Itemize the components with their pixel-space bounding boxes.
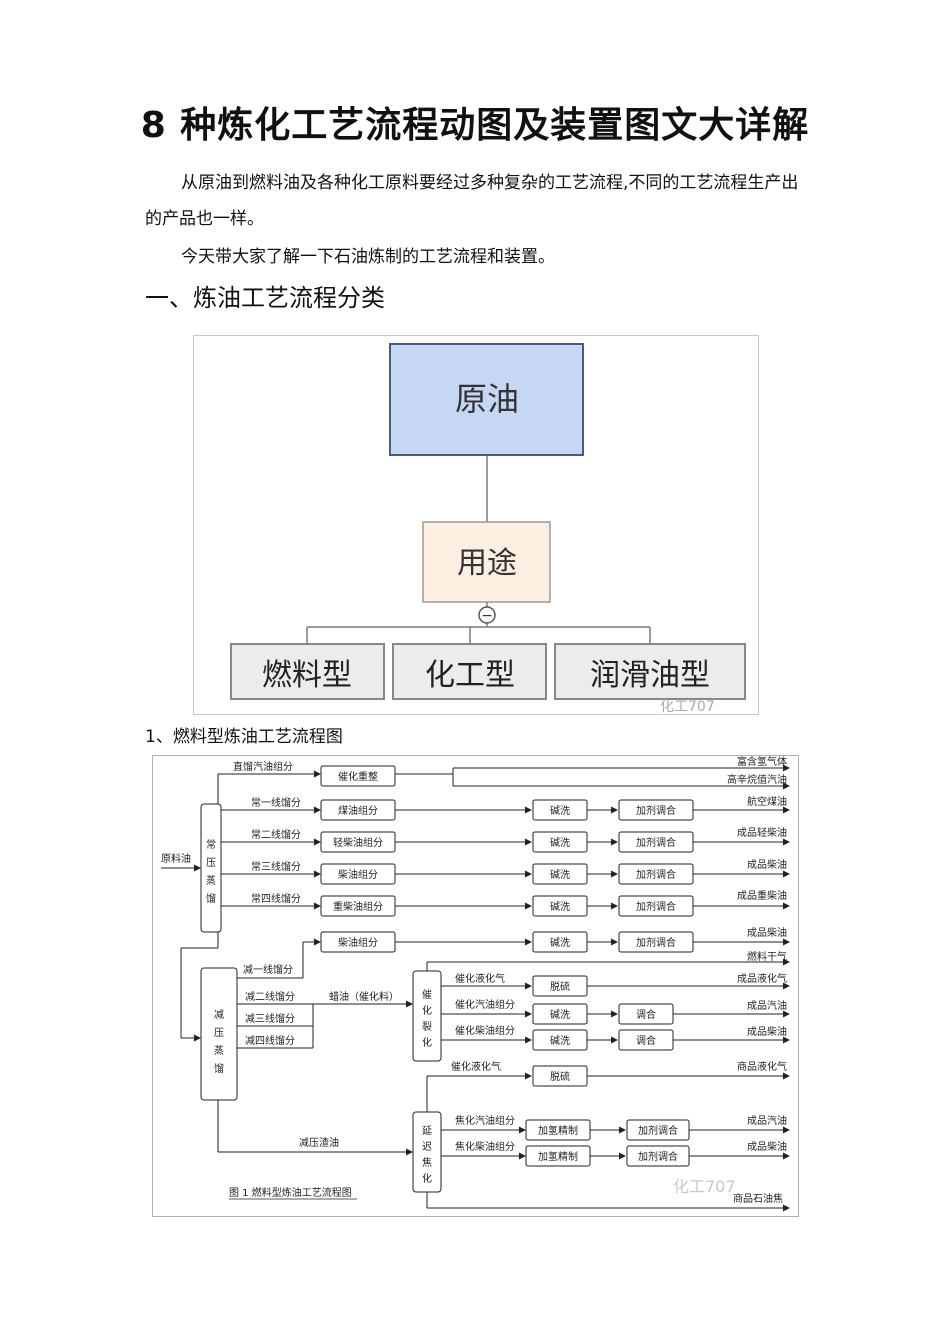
product-light-diesel: 成品轻柴油 [737, 826, 787, 839]
collapse-toggle-icon[interactable] [478, 606, 496, 624]
cat-char-1: 催 [422, 988, 432, 1001]
box-reformer-label: 催化重整 [338, 770, 378, 783]
label-cat-lpg: 催化液化气 [455, 972, 505, 985]
coker-char-1: 延 [422, 1125, 432, 1137]
product-fuel-gas: 燃料干气 [747, 950, 787, 963]
label-cat-diesel: 催化柴油组分 [455, 1024, 515, 1037]
node-leaf-lube-label: 润滑油型 [590, 658, 710, 693]
atm-tower-char-4: 馏 [206, 892, 216, 905]
product-jet-fuel: 航空煤油 [747, 795, 787, 808]
figure-caption-1: 1、燃料型炼油工艺流程图 [145, 727, 343, 747]
label-vac3: 减三线馏分 [245, 1012, 295, 1025]
label-feed: 原料油 [161, 852, 191, 865]
node-leaf-chemical-label: 化工型 [425, 658, 515, 693]
box-blend-1-label: 调合 [636, 1008, 656, 1021]
product-hydrogen-gas: 富含氢气体 [737, 756, 787, 768]
document-title: 8 种炼化工艺流程动图及装置图文大详解 [140, 105, 810, 146]
box-diesel-2-label: 柴油组分 [338, 936, 378, 949]
product-coker-diesel: 成品柴油 [747, 1140, 787, 1153]
box-desulfur-1-label: 脱硫 [550, 980, 570, 993]
box-blend-2-label: 调合 [636, 1034, 656, 1047]
label-straight-gasoline: 直馏汽油组分 [233, 760, 293, 773]
product-lpg: 成品液化气 [737, 972, 787, 985]
section-heading-1: 一、炼油工艺流程分类 [145, 284, 385, 312]
label-coker-diesel: 焦化柴油组分 [455, 1140, 515, 1153]
product-coke: 商品石油焦 [733, 1192, 783, 1205]
label-atm4: 常四线馏分 [251, 892, 301, 905]
box-hydrotreat-2-label: 加氢精制 [538, 1150, 578, 1163]
box-caustic-7-label: 碱洗 [550, 1035, 570, 1047]
cat-char-3: 裂 [422, 1020, 432, 1033]
box-additive-5-label: 加剂调合 [636, 936, 676, 949]
box-caustic-4-label: 碱洗 [550, 901, 570, 913]
collapse-symbol: − [481, 608, 493, 624]
coker-char-2: 迟 [422, 1140, 432, 1153]
product-aromatic-gasoline: 高辛烷值汽油 [727, 773, 787, 786]
intro-paragraph-1: 从原油到燃料油及各种化工原料要经过多种复杂的工艺流程,不同的工艺流程生产出的产品… [145, 173, 799, 229]
box-additive-1-label: 加剂调合 [636, 804, 676, 817]
box-diesel-label: 柴油组分 [338, 868, 378, 881]
box-caustic-5-label: 碱洗 [550, 937, 570, 949]
product-diesel-3: 成品柴油 [747, 1025, 787, 1038]
product-gasoline: 成品汽油 [747, 999, 787, 1012]
box-kerosene-label: 煤油组分 [338, 804, 378, 817]
product-heavy-diesel: 成品重柴油 [737, 889, 787, 902]
label-cat-gasoline: 催化汽油组分 [455, 998, 515, 1011]
box-additive-6-label: 加剂调合 [638, 1124, 678, 1137]
coker-char-3: 焦 [422, 1156, 432, 1169]
label-cat-lpg-2: 催化液化气 [451, 1060, 501, 1073]
cat-char-2: 化 [422, 1004, 432, 1017]
label-vac4: 减四线馏分 [245, 1034, 295, 1047]
box-additive-4-label: 加剂调合 [636, 900, 676, 913]
vac-tower-char-4: 馏 [214, 1062, 224, 1075]
node-leaf-fuel-label: 燃料型 [262, 658, 352, 693]
fig2-caption: 图 1 燃料型炼油工艺流程图 [229, 1186, 352, 1199]
label-vac1: 减一线馏分 [243, 963, 293, 976]
vac-tower-char-2: 压 [214, 1027, 224, 1039]
box-caustic-2-label: 碱洗 [550, 837, 570, 849]
label-atm2: 常二线馏分 [251, 828, 301, 841]
node-middle-label: 用途 [457, 546, 517, 581]
atm-tower-char-2: 压 [206, 857, 216, 869]
node-leaf-lube-box [554, 643, 746, 700]
box-light-diesel-label: 轻柴油组分 [333, 836, 383, 849]
node-root-label: 原油 [455, 380, 519, 418]
box-desulfur-2-label: 脱硫 [550, 1070, 570, 1083]
label-vac2: 减二线馏分 [245, 990, 295, 1003]
node-leaf-chemical-box [392, 643, 547, 700]
fuel-refinery-flow-diagram: 原料油 常 压 蒸 馏 减 压 蒸 馏 催 化 裂 化 延 迟 焦 化 直馏汽油… [152, 755, 799, 1217]
vac-tower-char-1: 减 [214, 1009, 224, 1021]
box-additive-2-label: 加剂调合 [636, 836, 676, 849]
label-coker-gasoline: 焦化汽油组分 [455, 1114, 515, 1127]
vac-tower-char-3: 蒸 [214, 1045, 224, 1057]
box-caustic-6-label: 碱洗 [550, 1009, 570, 1021]
refining-classification-diagram: 原油 用途 − 燃料型 化工型 润滑油型 化工707 [193, 335, 759, 715]
cat-char-4: 化 [422, 1036, 432, 1049]
product-diesel: 成品柴油 [747, 858, 787, 871]
product-diesel-2: 成品柴油 [747, 926, 787, 939]
atm-tower-char-3: 蒸 [206, 875, 216, 887]
intro-paragraph-2: 今天带大家了解一下石油炼制的工艺流程和装置。 [181, 247, 555, 267]
box-caustic-3-label: 碱洗 [550, 869, 570, 881]
coker-char-4: 化 [422, 1172, 432, 1185]
node-root-box [389, 343, 584, 456]
node-middle-box [422, 521, 551, 603]
product-commercial-lpg: 商品液化气 [737, 1060, 787, 1073]
atm-tower-char-1: 常 [206, 838, 216, 851]
label-vac-residue: 减压渣油 [299, 1136, 339, 1149]
product-coker-gasoline: 成品汽油 [747, 1114, 787, 1127]
label-wax-oil: 蜡油（催化料） [329, 990, 399, 1003]
fig2-watermark: 化工707 [673, 1177, 736, 1196]
box-caustic-1-label: 碱洗 [550, 805, 570, 817]
box-additive-3-label: 加剂调合 [636, 868, 676, 881]
fig1-watermark: 化工707 [660, 699, 715, 714]
label-atm1: 常一线馏分 [251, 796, 301, 809]
node-leaf-fuel-box [230, 643, 385, 700]
label-atm3: 常三线馏分 [251, 860, 301, 873]
box-heavy-diesel-label: 重柴油组分 [333, 900, 383, 913]
box-additive-7-label: 加剂调合 [638, 1150, 678, 1163]
box-hydrotreat-1-label: 加氢精制 [538, 1124, 578, 1137]
